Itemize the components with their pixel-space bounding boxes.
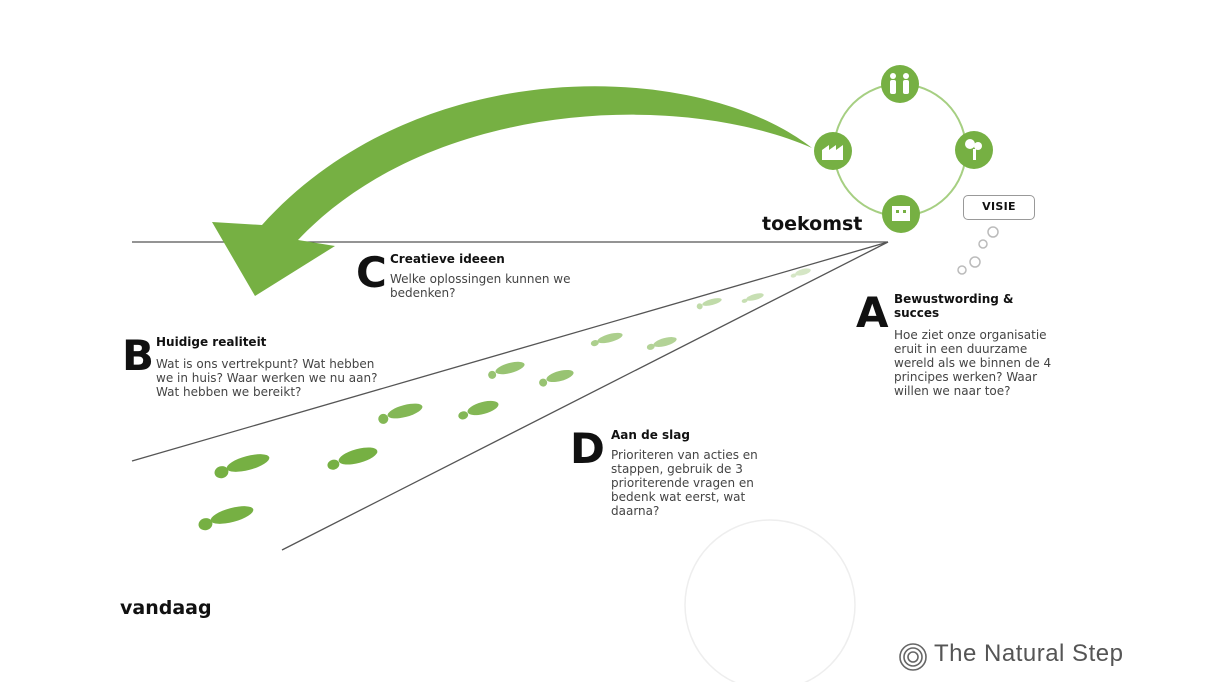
footprint bbox=[590, 332, 623, 347]
step-letter: A bbox=[856, 288, 889, 337]
step-title: Aan de slag bbox=[611, 428, 690, 442]
step-body: Wat is ons vertrekpunt? Wat hebben we in… bbox=[156, 357, 378, 399]
natural-step-logo-mark bbox=[899, 643, 927, 671]
bubble-3 bbox=[969, 256, 981, 268]
today-label: vandaag bbox=[120, 597, 212, 619]
funnel-line-lower bbox=[281, 241, 889, 551]
step-title: Bewustwording & succes bbox=[894, 292, 1014, 320]
footprint bbox=[214, 454, 270, 479]
footprint bbox=[378, 403, 423, 424]
factory-icon bbox=[814, 132, 852, 170]
step-body: Welke oplossingen kunnen we bedenken? bbox=[390, 272, 571, 300]
footprint bbox=[488, 361, 525, 379]
step-letter: C bbox=[356, 248, 387, 297]
footprint bbox=[458, 400, 499, 420]
future-label: toekomst bbox=[762, 213, 863, 235]
step-body: Hoe ziet onze organisatie eruit in een d… bbox=[894, 328, 1052, 398]
vision-box: VISIE bbox=[963, 195, 1035, 220]
footprint bbox=[741, 293, 764, 303]
backcasting-arrow bbox=[212, 86, 812, 296]
bubble-4 bbox=[957, 265, 967, 275]
tree-icon bbox=[955, 131, 993, 169]
bubble-2 bbox=[978, 239, 988, 249]
step-body: Prioriteren van acties en stappen, gebru… bbox=[611, 448, 758, 518]
faint-circle bbox=[684, 519, 856, 682]
footprint bbox=[790, 268, 811, 278]
bubble-1 bbox=[987, 226, 999, 238]
family-icon bbox=[881, 65, 919, 103]
footprints bbox=[198, 268, 811, 531]
step-title: Huidige realiteit bbox=[156, 335, 267, 349]
footprint bbox=[539, 369, 574, 387]
step-title: Creatieve ideeen bbox=[390, 252, 505, 266]
step-letter: B bbox=[122, 331, 155, 380]
building-icon bbox=[882, 195, 920, 233]
footprint bbox=[327, 447, 378, 470]
funnel-line-upper bbox=[131, 241, 889, 462]
footprint bbox=[646, 337, 677, 350]
footprint bbox=[198, 506, 254, 531]
brand-name: The Natural Step bbox=[934, 640, 1124, 667]
step-letter: D bbox=[570, 424, 605, 473]
footprint bbox=[696, 298, 722, 310]
